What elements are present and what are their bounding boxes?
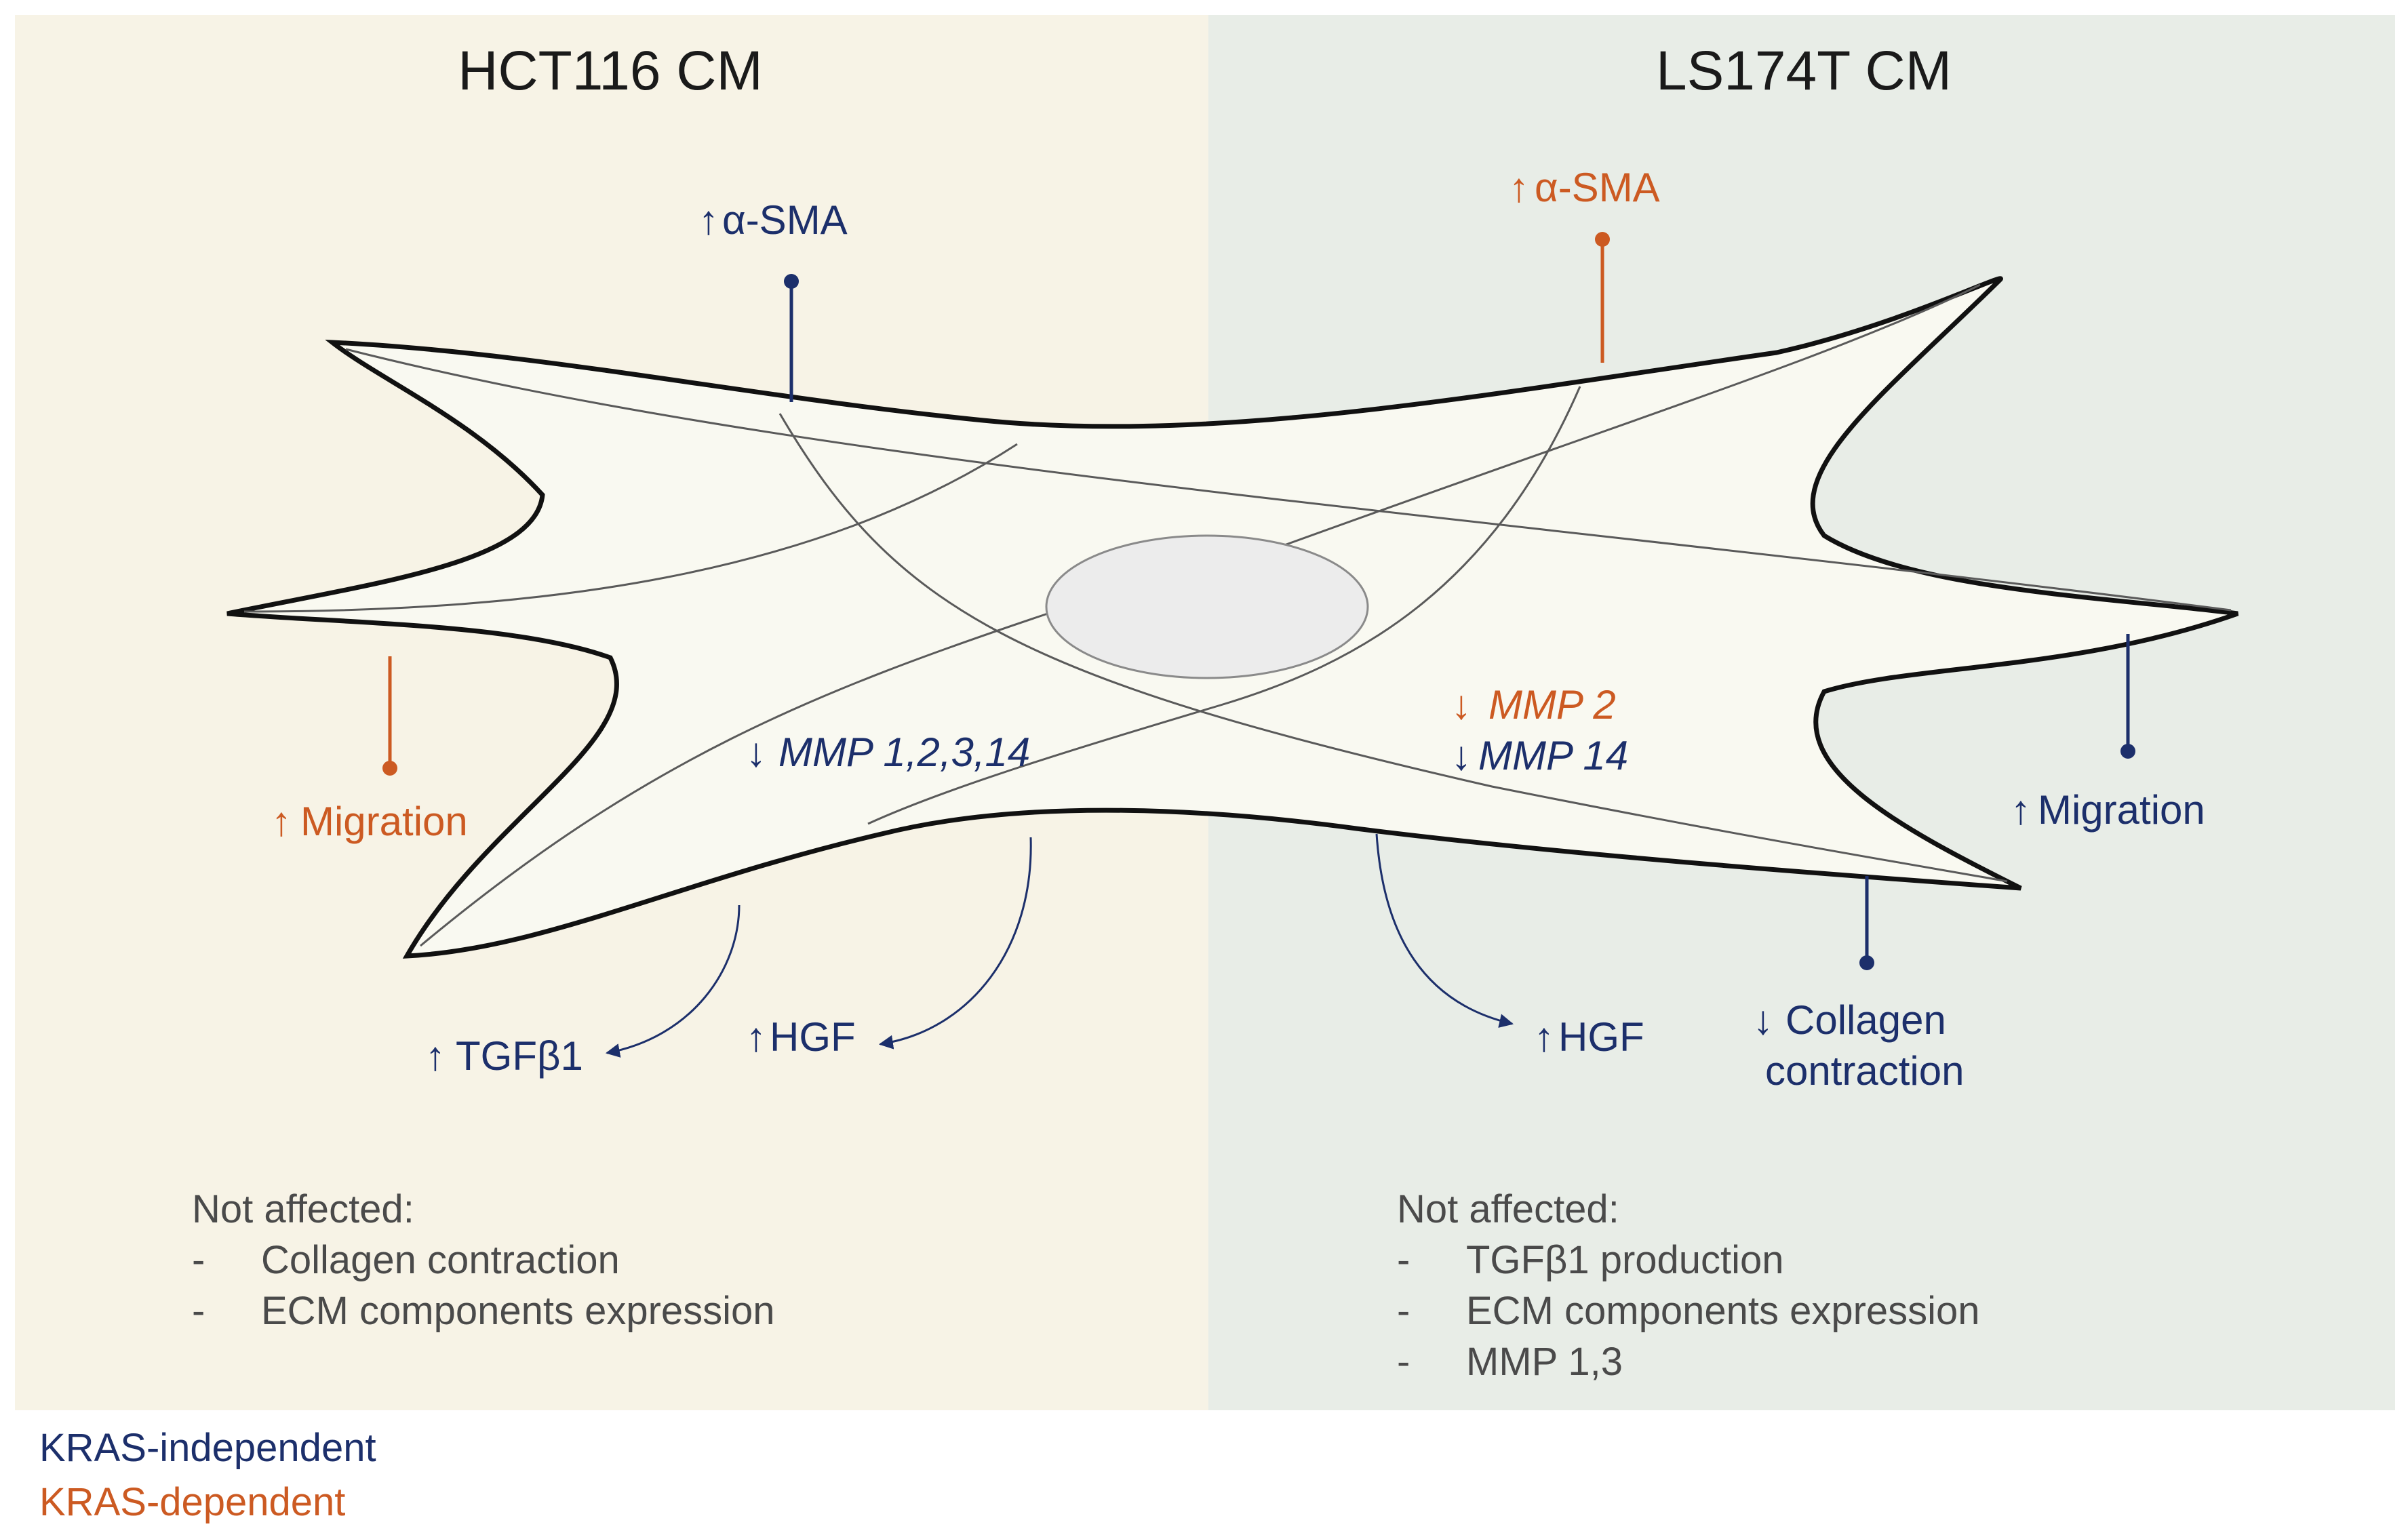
left-mmp-arrow: ↓ (746, 730, 766, 775)
left-hgf-arrow: ↑ (746, 1014, 766, 1060)
right-not-affected-bullet: - (1397, 1340, 1410, 1384)
legend-kras-independent: KRAS-independent (39, 1426, 376, 1470)
nucleus (1045, 534, 1369, 679)
left-alpha-sma-label: α-SMA (722, 197, 848, 243)
right-collagen-label-line1: Collagen (1785, 997, 1946, 1043)
right-hgf-label: HGF (1558, 1014, 1644, 1060)
right-hgf-arrow: ↑ (1534, 1014, 1554, 1060)
left-not-affected-bullet: - (192, 1289, 205, 1333)
left-mmp-label: MMP 1,2,3,14 (778, 730, 1030, 775)
left-migration-label: Migration (300, 799, 468, 844)
right-not-affected-heading: Not affected: (1397, 1187, 1619, 1231)
right-collagen-label-line2: contraction (1765, 1048, 1965, 1094)
right-alpha-sma-label: α-SMA (1535, 165, 1660, 210)
right-migration-arrow: ↑ (2011, 787, 2031, 833)
right-migration-marker (2120, 634, 2135, 759)
right-panel-title: LS174T CM (1656, 40, 1952, 102)
legend-kras-dependent: KRAS-dependent (39, 1480, 345, 1524)
right-not-affected-bullet: - (1397, 1238, 1410, 1282)
right-alpha-sma-arrow: ↑ (1509, 165, 1529, 210)
left-hgf-curved-arrow (878, 837, 1032, 1050)
right-mmp14-label: MMP 14 (1478, 733, 1628, 778)
right-not-affected-item: MMP 1,3 (1466, 1340, 1623, 1384)
right-collagen-arrow: ↓ (1753, 997, 1773, 1043)
left-not-affected-item: ECM components expression (261, 1289, 775, 1333)
left-migration-arrow: ↑ (271, 799, 292, 844)
right-migration-label: Migration (2038, 787, 2205, 833)
left-hgf-label: HGF (770, 1014, 856, 1060)
left-panel-title: HCT116 CM (458, 40, 763, 102)
right-mmp2-label: MMP 2 (1488, 682, 1616, 727)
left-not-affected-heading: Not affected: (192, 1187, 414, 1231)
left-not-affected-bullet: - (192, 1238, 205, 1282)
right-not-affected-item: ECM components expression (1466, 1289, 1980, 1333)
left-tgfb1-arrow: ↑ (425, 1033, 446, 1079)
right-collagen-marker (1859, 876, 1874, 970)
right-alpha-sma-marker (1595, 232, 1610, 363)
cytoskeleton-fibers (243, 283, 2232, 947)
right-mmp2-arrow: ↓ (1451, 682, 1472, 727)
right-not-affected-item: TGFβ1 production (1466, 1238, 1784, 1282)
right-hgf-curved-arrow (1375, 833, 1514, 1028)
right-not-affected-bullet: - (1397, 1289, 1410, 1333)
left-tgfb1-label: TGFβ1 (456, 1033, 583, 1079)
left-migration-marker (382, 656, 397, 776)
left-tgfb1-curved-arrow (605, 904, 741, 1058)
left-not-affected-item: Collagen contraction (261, 1238, 620, 1282)
right-mmp14-arrow: ↓ (1451, 733, 1472, 778)
left-alpha-sma-arrow: ↑ (698, 197, 719, 243)
left-alpha-sma-marker (784, 274, 799, 402)
